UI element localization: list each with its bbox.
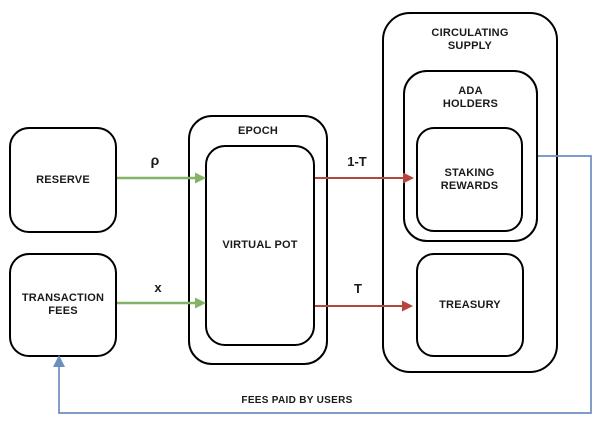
node-staking-rewards: STAKING REWARDS [416, 127, 523, 232]
node-virtual-pot: VIRTUAL POT [205, 145, 315, 346]
node-label-treasury: TREASURY [439, 298, 501, 311]
node-reserve: RESERVE [9, 127, 117, 233]
node-label-virtual-pot: VIRTUAL POT [222, 239, 298, 251]
node-label-ada-holders: ADA HOLDERS [442, 85, 499, 110]
node-label-staking-rewards: STAKING REWARDS [440, 166, 499, 192]
node-treasury: TREASURY [416, 253, 524, 357]
edge-label-t: T [354, 281, 362, 296]
edge-label-rho: ρ [150, 152, 160, 168]
edge-label-one-minus-t: 1-T [347, 154, 367, 169]
edge-label-fees-paid-by-users: FEES PAID BY USERS [241, 395, 353, 406]
node-label-circulating-supply: CIRCULATING SUPPLY [431, 27, 509, 52]
node-label-transaction-fees: TRANSACTION FEES [21, 292, 105, 317]
node-label-epoch: EPOCH [237, 125, 279, 137]
edge-label-x: x [154, 280, 162, 295]
node-label-reserve: RESERVE [36, 173, 90, 186]
node-transaction-fees: TRANSACTION FEES [9, 253, 117, 357]
